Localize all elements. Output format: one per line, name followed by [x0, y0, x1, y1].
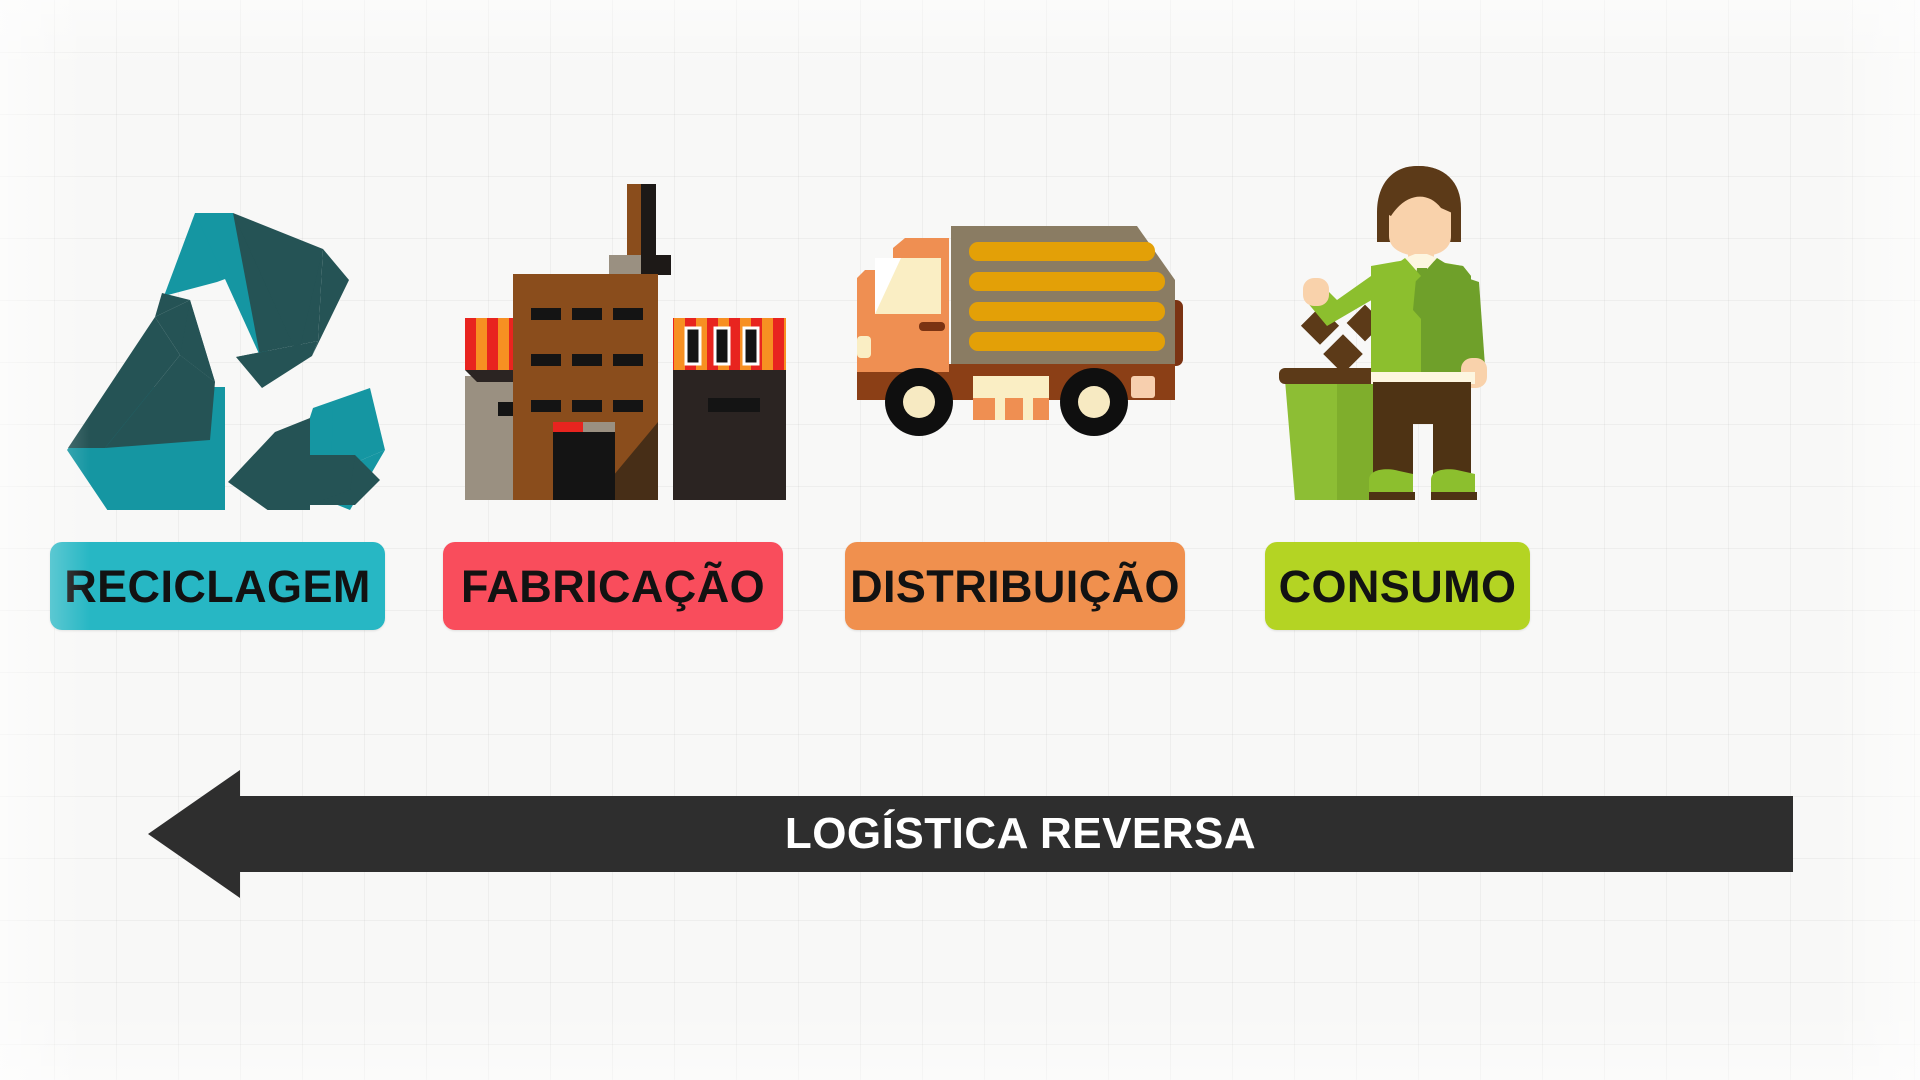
- badge-label-reciclagem: RECICLAGEM: [64, 560, 371, 612]
- stage-fabricacao: FABRICAÇÃO: [443, 150, 786, 650]
- person-throwing-trash-icon: [1265, 150, 1575, 510]
- badge-label-fabricacao: FABRICAÇÃO: [461, 560, 765, 612]
- badge-label-distribuicao: DISTRIBUIÇÃO: [850, 560, 1180, 612]
- delivery-truck-icon: [845, 150, 1185, 510]
- badge-reciclagem[interactable]: RECICLAGEM: [50, 542, 385, 630]
- reverse-logistics-arrow: LOGÍSTICA REVERSA: [148, 770, 1793, 898]
- factory-icon: [443, 150, 786, 510]
- recycling-symbol-icon: [50, 150, 385, 510]
- badge-fabricacao[interactable]: FABRICAÇÃO: [443, 542, 783, 630]
- badge-label-consumo: CONSUMO: [1278, 560, 1517, 612]
- stage-consumo: CONSUMO: [1265, 150, 1575, 650]
- stage-reciclagem: RECICLAGEM: [50, 150, 385, 650]
- badge-consumo[interactable]: CONSUMO: [1265, 542, 1530, 630]
- stage-distribuicao: DISTRIBUIÇÃO: [845, 150, 1185, 650]
- badge-distribuicao[interactable]: DISTRIBUIÇÃO: [845, 542, 1185, 630]
